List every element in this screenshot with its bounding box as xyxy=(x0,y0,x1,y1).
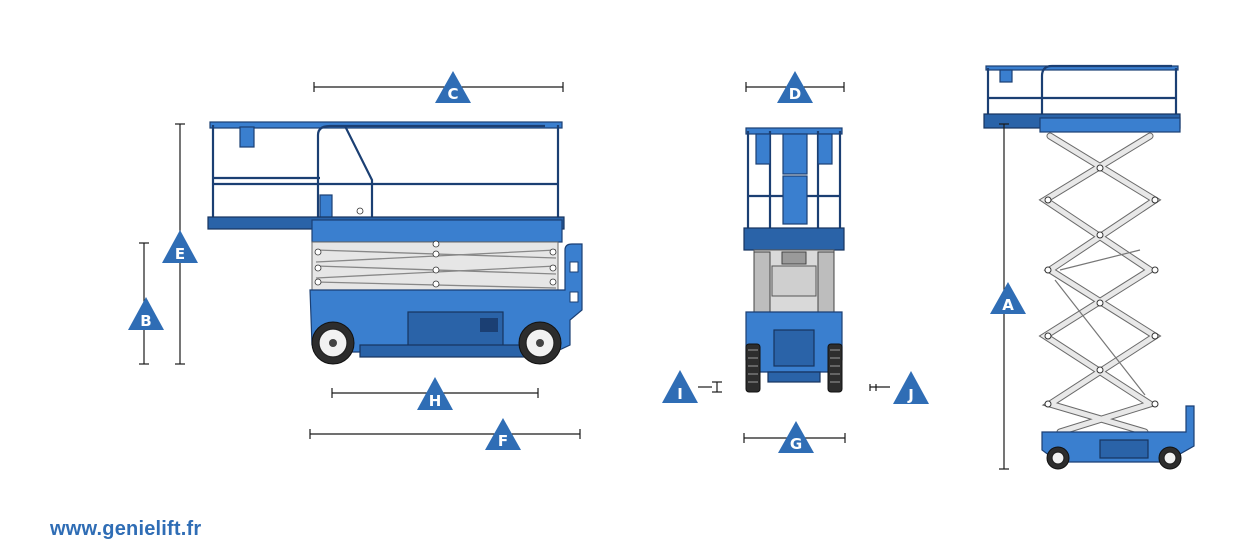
side-chassis xyxy=(309,243,583,358)
side-wheel-rear xyxy=(518,321,562,365)
elevated-chassis xyxy=(1041,405,1195,470)
label-D-text: D xyxy=(789,85,801,103)
label-A-text: A xyxy=(1002,296,1014,314)
elevated-scissor-arms xyxy=(1038,132,1162,436)
label-I: I xyxy=(662,370,698,403)
side-wheel-front xyxy=(311,321,355,365)
side-scissor-stack xyxy=(311,240,559,291)
label-F-text: F xyxy=(498,432,508,450)
front-platform-deck xyxy=(743,227,845,251)
website-url: www.genielift.fr xyxy=(50,518,202,540)
elevated-platform xyxy=(983,64,1181,133)
label-J: J xyxy=(893,371,929,404)
label-G: G xyxy=(778,421,814,453)
label-E: E xyxy=(162,230,198,263)
front-chassis xyxy=(745,311,843,383)
label-F: F xyxy=(485,418,521,450)
front-scissor-stack xyxy=(753,249,835,313)
label-A: A xyxy=(990,282,1026,314)
label-D: D xyxy=(777,71,813,103)
label-B-text: B xyxy=(140,312,151,330)
label-B: B xyxy=(128,297,164,330)
label-C: C xyxy=(435,71,471,103)
label-H: H xyxy=(417,377,453,410)
front-view xyxy=(743,127,845,393)
label-E-text: E xyxy=(175,245,185,263)
dimension-lines xyxy=(139,82,1009,470)
label-H-text: H xyxy=(429,392,442,410)
label-G-text: G xyxy=(790,435,802,453)
front-wheels xyxy=(745,343,843,393)
elevated-view xyxy=(983,64,1195,470)
label-I-text: I xyxy=(677,385,683,403)
label-C-text: C xyxy=(447,85,458,103)
label-J-text: J xyxy=(907,386,914,404)
side-platform-rails xyxy=(209,121,563,221)
side-view-stowed xyxy=(207,121,583,365)
